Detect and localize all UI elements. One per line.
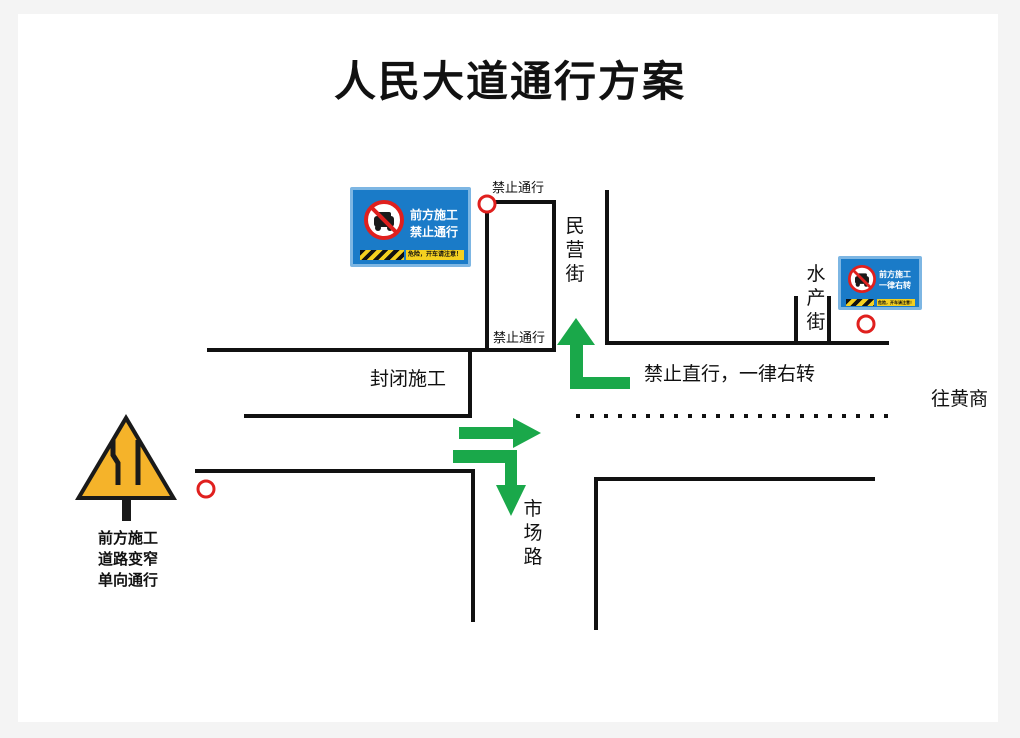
- southbound-turn-arrow: [453, 450, 526, 516]
- label-turn-rule: 禁止直行，一律右转: [644, 363, 816, 385]
- road-edge-closed-section: [244, 350, 472, 418]
- label-shichang-road: 市场路: [523, 498, 543, 568]
- sign-right-turn-stripes: [846, 299, 874, 306]
- marker-left-entrance: [196, 479, 216, 499]
- narrow-road-warning-sign: [75, 414, 177, 521]
- no-car-icon: [848, 265, 876, 293]
- sign-right-turn-note: 危险，开车请注意！: [877, 299, 915, 306]
- sign-right-turn-line1: 前方施工: [879, 270, 911, 279]
- label-shuichan-street: 水产街: [806, 263, 826, 333]
- label-no-entry-top: 禁止通行: [492, 181, 545, 196]
- label-closed-construction: 封闭施工: [370, 368, 447, 390]
- page-title: 人民大道通行方案: [333, 57, 686, 106]
- sign-no-entry-stripes: [360, 250, 404, 260]
- label-no-entry-inner: 禁止通行: [493, 331, 546, 346]
- sign-right-turn-only: 前方施工 一律右转 危险，开车请注意！: [838, 256, 922, 310]
- no-car-icon: [364, 200, 404, 240]
- warning-sign-text: 前方施工 道路变窄 单向通行: [97, 529, 158, 589]
- marker-right-sign: [856, 314, 876, 334]
- road-edge-lower-right: [594, 477, 875, 630]
- road-edge-upper-right: [605, 190, 889, 345]
- right-turn-arrow: [557, 318, 630, 389]
- label-minying-street: 民营街: [565, 215, 585, 285]
- sign-right-turn-line2: 一律右转: [879, 281, 911, 290]
- page-background: [18, 14, 998, 722]
- eastbound-arrow: [459, 418, 541, 448]
- construction-block-outline: [485, 200, 556, 352]
- road-edge-lower-left: [195, 469, 475, 622]
- label-to-huangshang: 往黄商: [931, 388, 989, 410]
- sign-no-entry-line2: 禁止通行: [410, 225, 459, 239]
- sign-no-entry-note: 危险，开车请注意！: [406, 250, 464, 260]
- sign-no-entry-line1: 前方施工: [410, 208, 459, 222]
- marker-block-top: [477, 194, 497, 214]
- sign-no-entry: 前方施工 禁止通行 危险，开车请注意！: [350, 187, 471, 267]
